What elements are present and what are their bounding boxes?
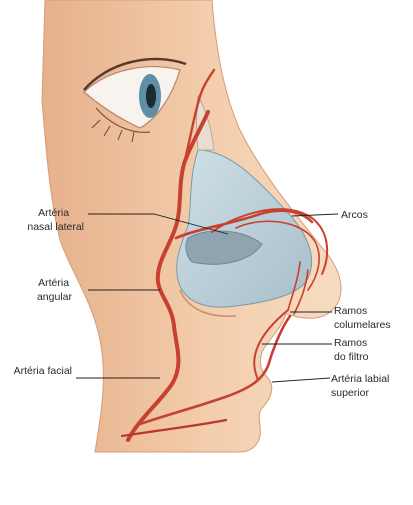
arcade-1 — [211, 208, 329, 275]
label-labial-line2: superior — [331, 387, 369, 399]
leader-nasal-lateral — [88, 213, 229, 235]
label-nasal-lateral: Artéria nasal lateral — [27, 207, 84, 233]
nasal-cartilage — [176, 149, 313, 308]
alar-fold — [179, 289, 237, 318]
columellar-branches — [287, 261, 309, 315]
leader-lines — [76, 213, 339, 383]
superior-labial-artery — [138, 314, 292, 426]
artery-network — [120, 68, 329, 442]
label-angular-line1: Artéria — [38, 277, 69, 289]
label-columelares-line2: columelares — [334, 319, 391, 331]
label-columelares: Ramos columelares — [334, 305, 391, 331]
leader-labial — [271, 377, 331, 383]
label-filtro-line2: do filtro — [334, 351, 369, 363]
label-columelares-line1: Ramos — [334, 305, 367, 317]
lower-branch — [120, 418, 228, 438]
eye — [83, 57, 187, 143]
label-arcos: Arcos — [341, 209, 368, 221]
label-labial-line1: Artéria labial — [331, 373, 389, 385]
label-filtro-line1: Ramos — [334, 337, 367, 349]
label-nasal-lateral-line2: nasal lateral — [27, 221, 84, 233]
arcade-2 — [235, 220, 320, 291]
label-nasal-lateral-line1: Artéria — [38, 207, 69, 219]
label-labial: Artéria labial superior — [331, 373, 392, 399]
label-angular: Artéria angular — [37, 277, 73, 303]
label-facial: Artéria facial — [14, 365, 72, 377]
label-angular-line2: angular — [37, 291, 73, 303]
leader-arcos — [291, 213, 339, 217]
angular-artery — [182, 68, 216, 166]
label-filtro: Ramos do filtro — [334, 337, 370, 363]
nostril — [185, 230, 263, 265]
philtrum-branches — [253, 309, 289, 381]
lateral-nasal-artery — [174, 209, 314, 240]
